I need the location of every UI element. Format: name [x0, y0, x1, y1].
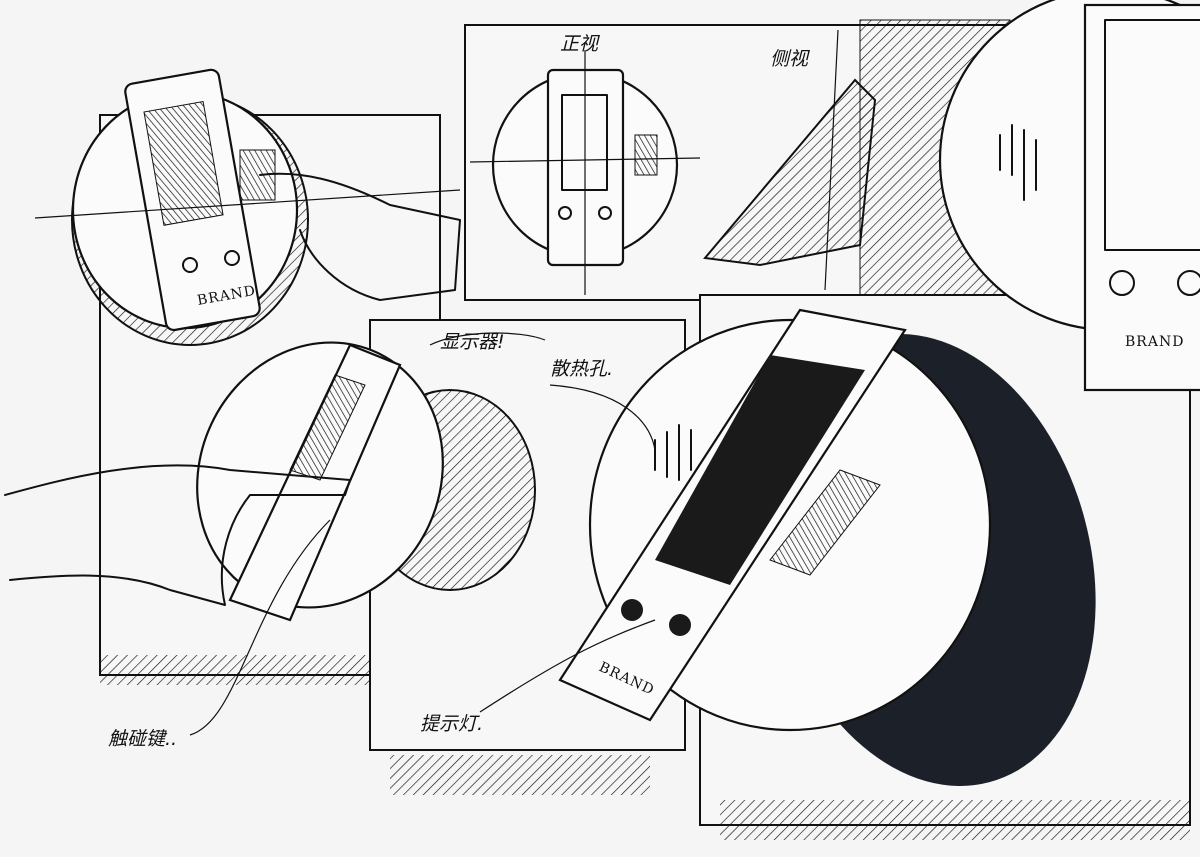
device-sketch-right-closeup: BRAND [938, 0, 1200, 392]
brand-logo: BRAND [1125, 334, 1184, 350]
annotations: 显示器! 散热孔. 提示灯. 触碰键.. [108, 331, 656, 750]
label-side-view: 侧视 [770, 48, 810, 70]
label-front-view: 正视 [560, 33, 600, 55]
label-vent: 散热孔. [550, 358, 613, 380]
front-view-sketch: 正视 [469, 33, 701, 295]
device-sketch-main: BRAND [558, 308, 1096, 786]
label-display: 显示器! [440, 331, 505, 353]
device-sketch-top-left: BRAND [34, 68, 461, 346]
side-view-sketch: 侧视 [703, 29, 877, 291]
label-touch-key: 触碰键.. [108, 728, 177, 750]
device-sketch-touch [4, 341, 536, 622]
label-indicator-light: 提示灯. [420, 713, 483, 735]
